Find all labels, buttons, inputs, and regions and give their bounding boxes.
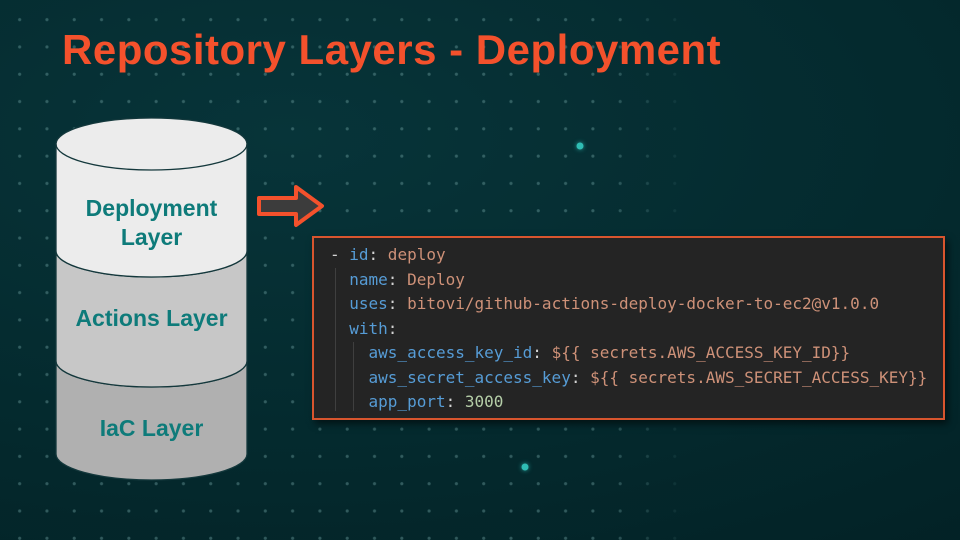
code-snippet: - id: deploy name: Deploy uses: bitovi/g…	[312, 236, 945, 420]
cylinder-top-rim	[55, 143, 248, 171]
code-line: aws_secret_access_key: ${{ secrets.AWS_S…	[368, 367, 928, 387]
code-lines: - id: deploy name: Deploy uses: bitovi/g…	[330, 243, 927, 415]
code-line: aws_access_key_id: ${{ secrets.AWS_ACCES…	[368, 343, 851, 362]
repository-layers-cylinder: Deployment Layer Actions Layer IaC Layer	[53, 116, 250, 484]
iac-layer-label: IaC Layer	[99, 415, 204, 441]
cylinder-graphic	[55, 117, 248, 481]
code-line: - id: deploy	[330, 245, 446, 264]
deployment-layer-shape	[55, 117, 248, 278]
code-line: app_port: 3000	[368, 392, 504, 411]
deployment-layer-label: Deployment Layer	[85, 195, 218, 250]
right-arrow-icon	[257, 185, 324, 227]
code-line: name: Deploy	[349, 269, 465, 289]
actions-layer-label: Actions Layer	[75, 305, 228, 331]
indent-guide	[353, 342, 354, 411]
indent-guide	[335, 268, 336, 411]
slide-title: Repository Layers - Deployment	[62, 26, 722, 73]
accent-dot	[521, 463, 529, 471]
accent-dot	[576, 142, 584, 150]
code-line: uses: bitovi/github-actions-deploy-docke…	[349, 294, 880, 313]
code-line: with:	[349, 318, 398, 338]
